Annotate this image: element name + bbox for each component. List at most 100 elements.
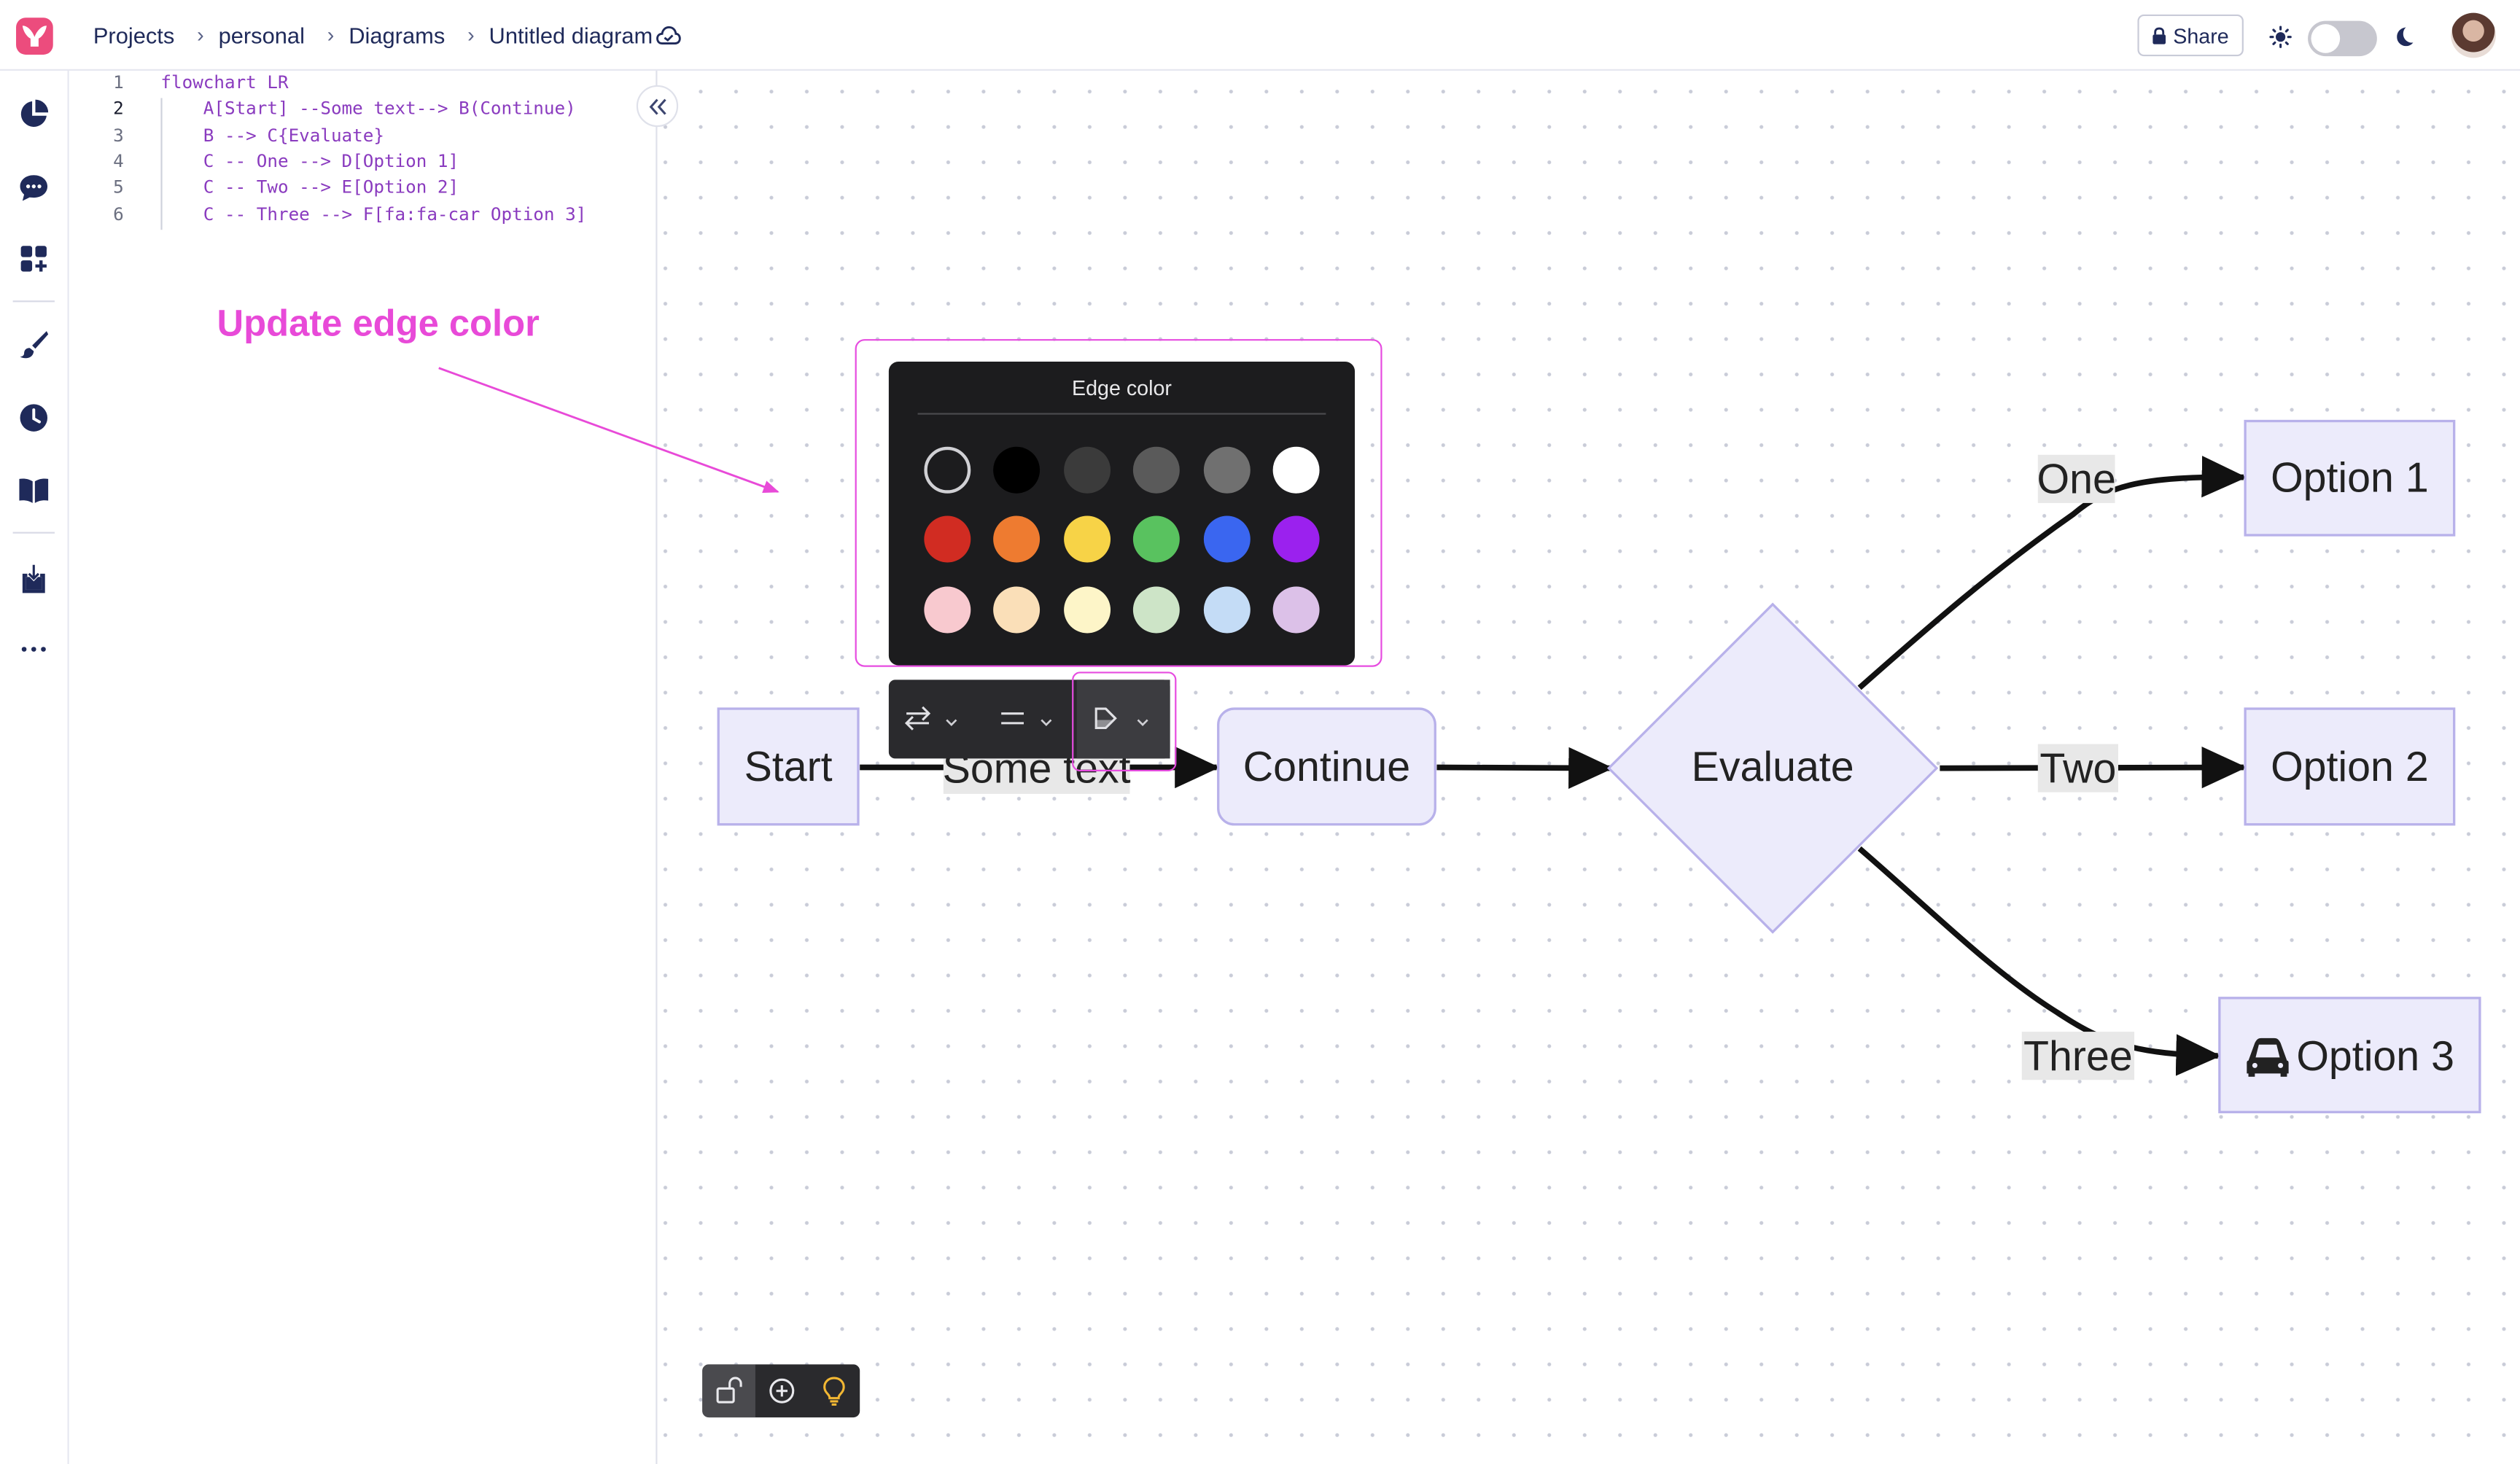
breadcrumb-diagrams[interactable]: Diagrams <box>349 22 446 49</box>
brush-icon[interactable] <box>18 328 50 360</box>
edge-toolbar <box>888 680 1170 759</box>
edge-label-three[interactable]: Three <box>2023 1033 2133 1080</box>
code-line-text: C -- Three --> F[fa:fa-car Option 3] <box>160 203 587 225</box>
color-swatch[interactable] <box>923 585 971 633</box>
breadcrumb-separator: › <box>467 22 475 47</box>
code-line-text: C -- One --> D[Option 1] <box>160 151 459 172</box>
color-swatch[interactable] <box>1272 445 1319 493</box>
node-option-3-label: Option 3 <box>2296 1033 2454 1080</box>
color-swatch[interactable] <box>1272 585 1319 633</box>
color-swatch[interactable] <box>1202 515 1250 562</box>
line-number: 4 <box>113 151 124 172</box>
document-title[interactable]: Untitled diagram <box>489 22 653 49</box>
popup-title: Edge color <box>1071 375 1172 400</box>
line-number: 2 <box>113 98 124 120</box>
edge-label-one[interactable]: One <box>2037 456 2116 503</box>
chat-icon[interactable] <box>18 172 50 204</box>
node-start[interactable]: Start <box>717 707 860 826</box>
color-swatch[interactable] <box>1132 445 1179 493</box>
edge-label-two[interactable]: Two <box>2039 745 2116 792</box>
color-swatch[interactable] <box>1063 585 1110 633</box>
breadcrumb-separator: › <box>197 22 204 47</box>
double-chevron-left-icon <box>649 98 666 115</box>
add-widget-icon[interactable] <box>18 243 50 275</box>
unlock-button[interactable] <box>702 1364 755 1418</box>
color-swatch[interactable] <box>1063 445 1110 493</box>
more-icon[interactable] <box>18 633 50 665</box>
annotation-arrow <box>438 367 779 493</box>
color-swatch[interactable] <box>1132 585 1179 633</box>
node-option-3[interactable]: Option 3 <box>2218 997 2481 1113</box>
edge-label-bg <box>2021 1032 2135 1081</box>
node-option-1[interactable]: Option 1 <box>2244 419 2456 537</box>
sidebar-divider <box>12 532 55 534</box>
theme-toggle[interactable] <box>2308 20 2377 57</box>
color-swatch[interactable] <box>1202 445 1250 493</box>
node-option-1-label: Option 1 <box>2271 454 2429 501</box>
code-line-text: C -- Two --> E[Option 2] <box>160 176 459 198</box>
app-logo[interactable] <box>16 17 53 55</box>
color-swatch[interactable] <box>923 515 971 562</box>
code-line-text: B --> C{Evaluate} <box>160 125 384 147</box>
moon-icon <box>2397 27 2414 47</box>
popup-highlight-frame <box>855 339 1382 667</box>
collapse-editor-button[interactable] <box>636 85 679 128</box>
breadcrumb-separator: › <box>327 22 335 47</box>
import-icon[interactable] <box>18 562 50 594</box>
pie-chart-icon[interactable] <box>18 98 50 130</box>
annotation-text: Update edge color <box>217 302 540 344</box>
color-swatch[interactable] <box>1132 515 1179 562</box>
edge-evaluate-option1[interactable] <box>1857 456 2247 690</box>
color-swatch[interactable] <box>1063 515 1110 562</box>
clock-icon[interactable] <box>18 402 50 434</box>
color-swatch[interactable] <box>1202 585 1250 633</box>
cloud-sync-icon[interactable] <box>656 24 681 47</box>
breadcrumb-projects[interactable]: Projects <box>93 22 175 49</box>
lightbulb-icon[interactable] <box>821 1376 847 1406</box>
direction-button[interactable] <box>889 680 977 758</box>
line-style-icon <box>1001 712 1052 726</box>
edge-color-button[interactable] <box>1076 680 1170 759</box>
node-continue[interactable]: Continue <box>1217 707 1436 826</box>
color-swatch[interactable] <box>992 445 1039 493</box>
line-number: 3 <box>113 125 124 147</box>
share-button-label: Share <box>2173 23 2229 48</box>
sun-icon <box>2269 26 2292 48</box>
left-sidebar <box>0 70 69 1464</box>
line-number: 6 <box>113 203 124 225</box>
book-icon[interactable] <box>18 474 50 506</box>
share-button[interactable]: Share <box>2137 14 2244 57</box>
node-evaluate[interactable]: Evaluate <box>1606 602 1939 934</box>
line-number: 5 <box>113 176 124 198</box>
canvas-controls <box>702 1364 860 1418</box>
node-continue-label: Continue <box>1243 744 1410 790</box>
edge-evaluate-option3[interactable] <box>1857 846 2222 1076</box>
popup-divider <box>917 413 1326 415</box>
unlock-icon <box>716 1377 742 1403</box>
node-option-2-label: Option 2 <box>2271 744 2429 790</box>
toolbar-highlight-frame <box>1072 671 1177 772</box>
code-line-text: flowchart LR <box>160 72 289 93</box>
color-swatch[interactable] <box>992 515 1039 562</box>
edge-color-popup: Edge color <box>888 361 1356 666</box>
node-evaluate-label: Evaluate <box>1692 744 1854 790</box>
car-icon <box>2247 1037 2289 1077</box>
color-fill-icon <box>1094 707 1148 730</box>
color-swatch[interactable] <box>1272 515 1319 562</box>
add-icon[interactable] <box>769 1377 796 1404</box>
theme-toggle-knob <box>2311 24 2341 53</box>
code-line-text: A[Start] --Some text--> B(Continue) <box>160 98 576 120</box>
mermaid-logo-icon <box>22 26 47 47</box>
direction-swap-icon <box>904 706 957 731</box>
breadcrumb: Projects › personal › Diagrams › Untitle… <box>93 23 653 48</box>
node-option-2[interactable]: Option 2 <box>2244 707 2456 826</box>
user-avatar[interactable] <box>2451 12 2496 58</box>
breadcrumb-personal[interactable]: personal <box>218 22 305 49</box>
indent-guide <box>160 98 163 230</box>
edge-label-bg <box>2037 744 2119 793</box>
color-swatch[interactable] <box>992 585 1039 633</box>
line-style-button[interactable] <box>981 680 1069 758</box>
color-swatch[interactable] <box>923 445 971 493</box>
